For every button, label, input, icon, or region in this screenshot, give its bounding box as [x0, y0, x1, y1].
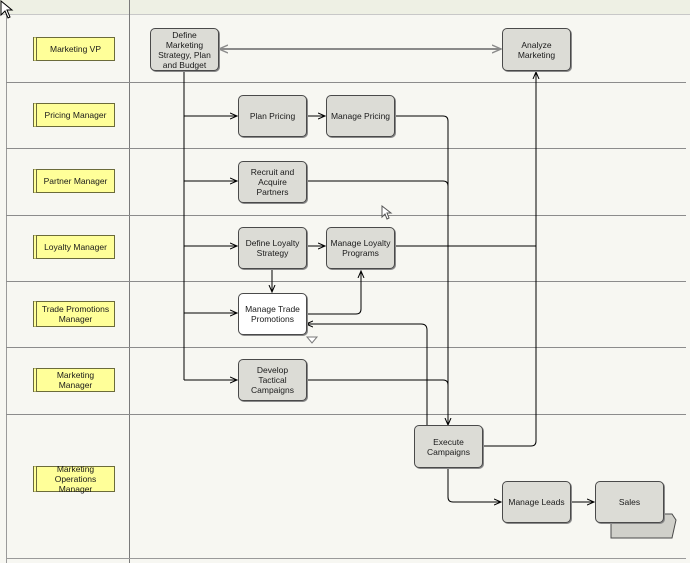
partners-to-execute	[307, 180, 449, 187]
execute-to-leads	[447, 468, 501, 502]
role-partner-manager[interactable]: Partner Manager	[33, 169, 115, 193]
process-execute-campaigns[interactable]: Execute Campaigns	[414, 425, 483, 468]
process-manage-loyalty-programs[interactable]: Manage Loyalty Programs	[326, 227, 395, 269]
pool-left-border	[6, 14, 7, 563]
process-analyze-marketing[interactable]: Analyze Marketing	[502, 28, 571, 71]
process-manage-trade-promotions[interactable]: Manage Trade Promotions	[238, 293, 307, 335]
lane-separator	[6, 82, 686, 83]
process-define-marketing-strategy[interactable]: Define Marketing Strategy, Plan and Budg…	[150, 28, 219, 71]
role-loyalty-manager[interactable]: Loyalty Manager	[33, 235, 115, 259]
trade-to-loyalty	[307, 271, 361, 315]
lane-separator	[6, 347, 686, 348]
role-marketing-vp[interactable]: Marketing VP	[33, 37, 115, 61]
process-manage-leads[interactable]: Manage Leads	[502, 481, 571, 523]
process-manage-pricing[interactable]: Manage Pricing	[326, 95, 395, 137]
lane-separator	[6, 281, 686, 282]
lane-separator	[6, 215, 686, 216]
role-trade-promotions-manager[interactable]: Trade Promotions Manager	[33, 301, 115, 327]
process-define-loyalty-strategy[interactable]: Define Loyalty Strategy	[238, 227, 307, 269]
cursor-arrow-icon	[0, 0, 14, 19]
role-marketing-operations-manager[interactable]: Marketing Operations Manager	[33, 464, 115, 494]
role-pricing-manager[interactable]: Pricing Manager	[33, 103, 115, 127]
lane-separator	[6, 148, 686, 149]
pricing-to-execute	[395, 115, 448, 425]
header-band	[0, 0, 690, 15]
process-sales[interactable]: Sales	[595, 481, 664, 523]
pool-bottom-border	[6, 558, 686, 559]
drop-marker-icon	[305, 336, 319, 344]
cursor-pointer-icon	[381, 205, 393, 220]
campaigns-to-execute	[307, 379, 449, 386]
execute-to-analyze	[483, 72, 536, 447]
process-plan-pricing[interactable]: Plan Pricing	[238, 95, 307, 137]
process-develop-tactical-campaigns[interactable]: Develop Tactical Campaigns	[238, 359, 307, 401]
role-marketing-manager[interactable]: Marketing Manager	[33, 368, 115, 392]
process-recruit-acquire-partners[interactable]: Recruit and Acquire Partners	[238, 161, 307, 203]
lane-separator	[6, 414, 686, 415]
execute-to-trade	[306, 324, 428, 425]
